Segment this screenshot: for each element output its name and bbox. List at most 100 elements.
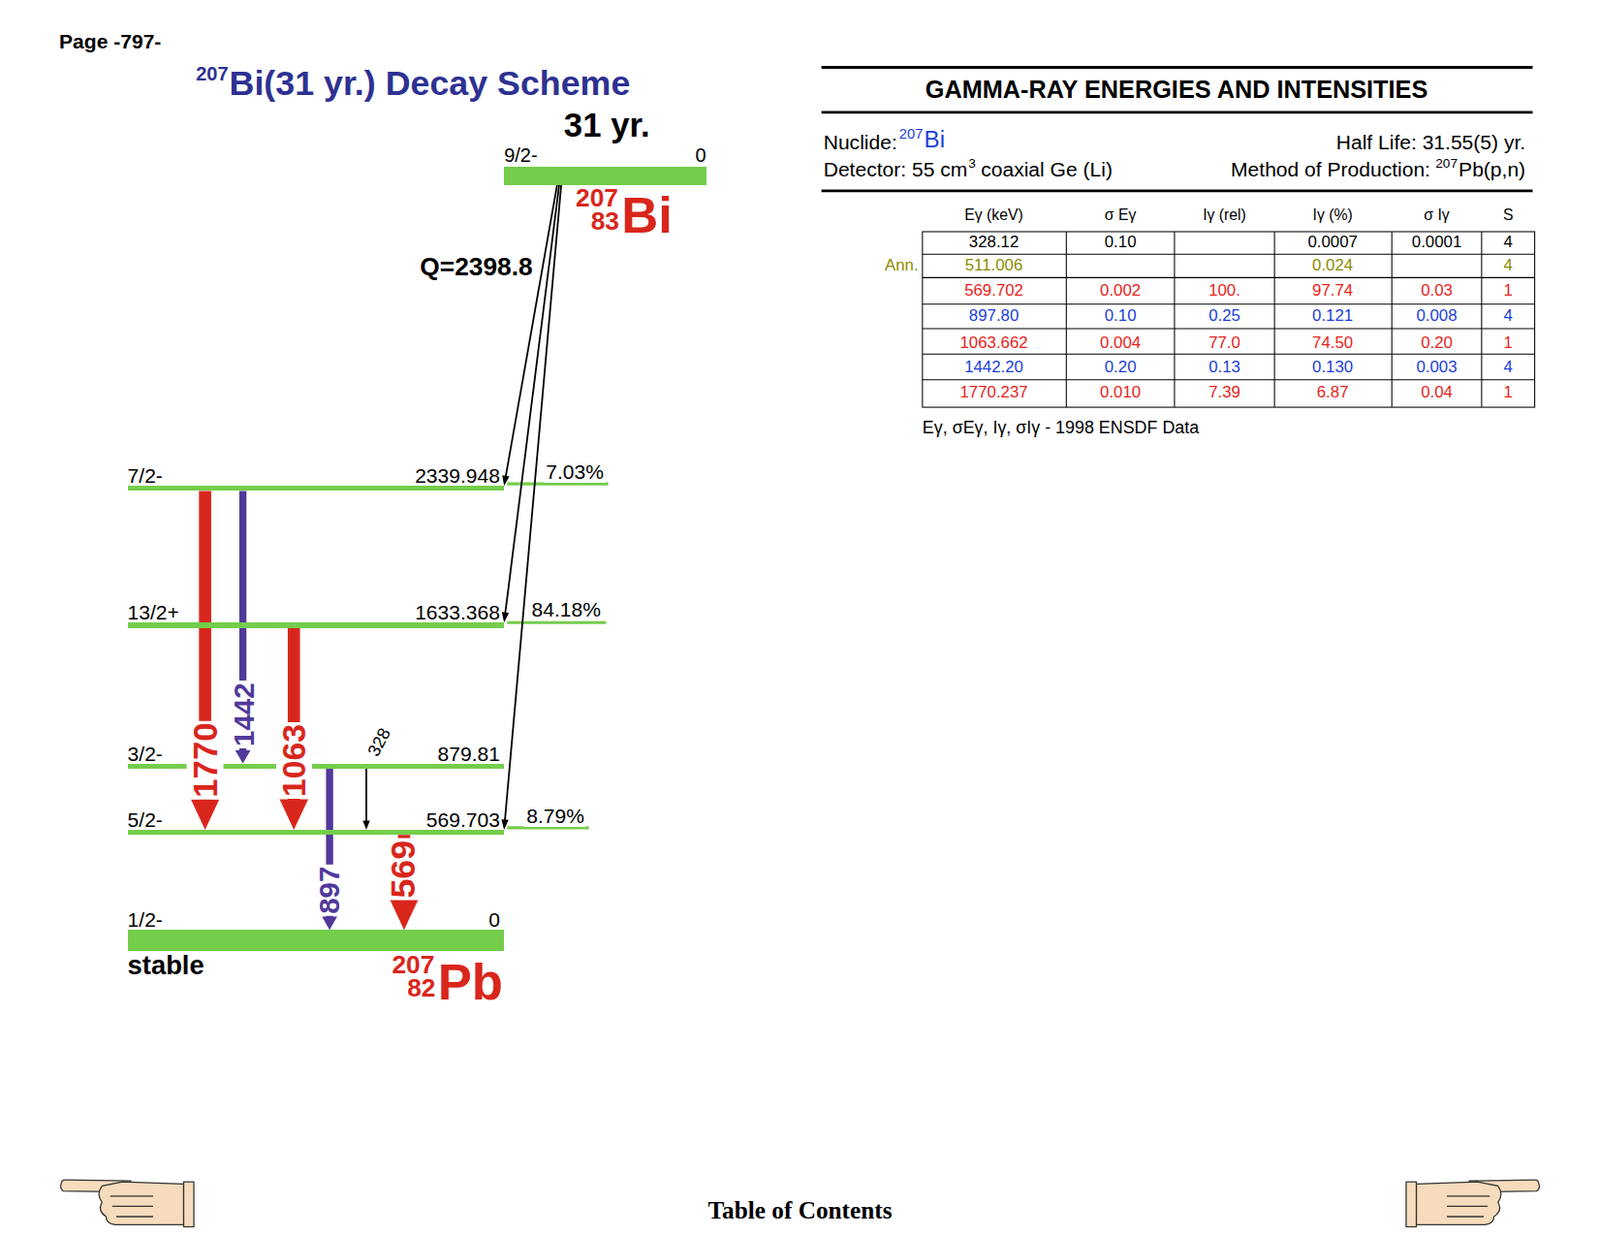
- hand-cuff: [184, 1181, 195, 1226]
- table-header: S: [1503, 206, 1514, 223]
- table-cell: 897.80: [969, 307, 1019, 326]
- table-cell: 0.002: [1099, 282, 1141, 301]
- table-cell: 1: [1504, 334, 1513, 353]
- table-header: Iγ (rel): [1202, 206, 1247, 223]
- label-text: Bi: [924, 126, 946, 154]
- table-cell: 569.702: [964, 282, 1024, 301]
- level-text: 0: [488, 908, 501, 931]
- table-cell: 0.20: [1104, 358, 1137, 377]
- energy-level: 5/2-569.703: [127, 829, 505, 835]
- table-header: Eγ (keV): [964, 206, 1024, 223]
- hand-lines: [110, 1195, 154, 1217]
- level-text: 0: [694, 144, 706, 166]
- label-text: 31 yr.: [564, 106, 651, 144]
- table-cell: 0.130: [1312, 358, 1353, 377]
- arrow-head: [321, 916, 338, 931]
- arrow-shaft: [504, 185, 560, 614]
- level-text: 9/2-: [503, 144, 537, 166]
- table-cell: 0.25: [1208, 307, 1241, 326]
- gamma-energy: 897: [313, 864, 346, 916]
- table-rule: [821, 189, 1534, 193]
- table-cell: 4: [1504, 233, 1513, 252]
- table-cell: 7.39: [1208, 383, 1241, 403]
- label-text: Detector: 55 cm: [823, 157, 969, 181]
- pointing-hand: [60, 1179, 194, 1226]
- transition-arrow: [501, 185, 562, 830]
- table-cell: 511.006: [965, 256, 1024, 276]
- table-cell: 1: [1504, 383, 1513, 403]
- hand-fist: [1415, 1181, 1501, 1224]
- table-cell: 0.004: [1099, 334, 1141, 353]
- label-text: Pb(p,n): [1458, 157, 1526, 181]
- hand-fist: [98, 1181, 184, 1224]
- level-text: 3/2-: [127, 742, 163, 765]
- transition-arrow: [362, 768, 370, 830]
- table-cell: 0.0007: [1307, 233, 1357, 252]
- table-cell: 77.0: [1208, 334, 1241, 353]
- table-cell: 0.20: [1420, 334, 1453, 353]
- label-text: 207: [1435, 156, 1458, 171]
- table-cell: 0.04: [1420, 383, 1453, 403]
- level-text: 5/2-: [127, 808, 163, 831]
- gamma-energy: 1063: [276, 721, 313, 799]
- table-cell: 1442.20: [964, 358, 1024, 377]
- gamma-energy: 1442: [227, 680, 259, 749]
- branching-ratio: 7.03%: [543, 460, 606, 483]
- gamma-energy: 328: [363, 722, 396, 761]
- label-text: 207: [899, 125, 924, 142]
- level-text: Bi: [621, 187, 673, 244]
- table-cell: 0.0001: [1411, 233, 1462, 252]
- table-cell: 0.008: [1415, 307, 1457, 326]
- branching-ratio: 84.18%: [529, 597, 602, 621]
- table-cell: 74.50: [1312, 334, 1353, 353]
- table-cell: 1063.662: [959, 334, 1028, 353]
- arrow-shaft: [505, 185, 558, 477]
- transition-arrow: [501, 185, 560, 624]
- level-text: 879.81: [438, 742, 501, 765]
- arrow-head: [235, 750, 251, 764]
- level-text: 82: [407, 973, 436, 1003]
- table-header: Iγ (%): [1313, 206, 1353, 223]
- table-cell: 97.74: [1312, 282, 1353, 301]
- label-text: coaxial Ge (Li): [980, 157, 1113, 181]
- label-text: Nuclide:: [823, 130, 898, 154]
- label-text: Q=2398.8: [419, 252, 533, 282]
- table-cell: 0.03: [1420, 282, 1453, 301]
- arrow-head: [501, 611, 509, 623]
- hand-cuff: [1406, 1181, 1417, 1226]
- table-cell: 4: [1504, 307, 1513, 326]
- table-cell: 0.010: [1099, 383, 1141, 403]
- gamma-energy: 569: [384, 838, 423, 901]
- arrow-head: [501, 474, 509, 486]
- label-text: 3: [968, 156, 976, 171]
- table-cell: 0.003: [1415, 358, 1457, 377]
- arrow-head: [501, 818, 508, 830]
- table-cell: 0.121: [1312, 307, 1353, 326]
- label-text: Page -797-: [59, 30, 161, 53]
- table-cell: 0.024: [1312, 256, 1353, 276]
- hand-lines: [1446, 1195, 1490, 1217]
- table-cell: 4: [1504, 256, 1513, 276]
- table-cell: 1: [1504, 282, 1513, 301]
- arrow-shaft: [365, 768, 368, 822]
- parent-level: 9/2-020783Bi: [503, 166, 706, 186]
- table-grid-lines: [922, 231, 1536, 408]
- arrow-head: [280, 798, 309, 830]
- table-cell: 6.87: [1317, 383, 1350, 403]
- diagram-title: Bi(31 yr.) Decay Scheme: [229, 64, 631, 103]
- energy-level: 3/2-879.81: [127, 763, 505, 769]
- label-text: Table of Contents: [708, 1196, 893, 1224]
- table-header: σ Eγ: [1104, 206, 1137, 223]
- level-text: 1633.368: [414, 600, 501, 624]
- label-text: Eγ, σEγ, Iγ, σIγ - 1998 ENSDF Data: [922, 418, 1199, 439]
- table-cell: 1770.237: [959, 383, 1028, 403]
- label-text: 207: [195, 62, 228, 85]
- table-cell: 4: [1504, 358, 1513, 377]
- label-text: Half Life: 31.55(5) yr.: [1336, 130, 1526, 154]
- level-text: 7/2-: [127, 464, 163, 487]
- level-text: Pb: [438, 953, 503, 1010]
- level-text: 13/2+: [127, 600, 180, 624]
- label-text: GAMMA-RAY ENERGIES AND INTENSITIES: [925, 76, 1428, 104]
- table-cell: 0.13: [1208, 358, 1241, 377]
